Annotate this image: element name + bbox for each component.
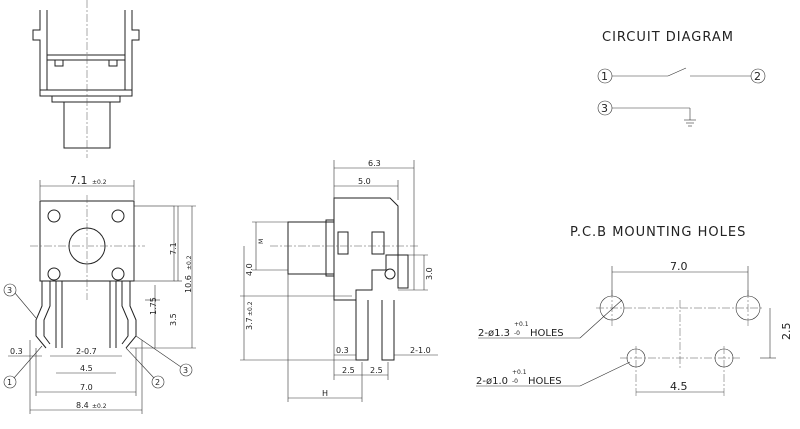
- side-0-3-dim: 0.3: [336, 346, 349, 355]
- pcb-holes-large-tol-plus: +0.1: [514, 321, 529, 328]
- pcb-holes-small-tol-plus: +0.1: [512, 369, 527, 376]
- front-view: 7.1 ±0.2 7.1 10.6 ±0.2 1.75 3.5 0.3 2-0.…: [3, 174, 196, 414]
- circuit-pin1: 1: [601, 70, 608, 83]
- side-5-0-dim: 5.0: [358, 177, 371, 186]
- side-view: 6.3 5.0 M 4.0 3.7 ±0.2 3.0 0.3 2-1.0 2.5…: [240, 159, 438, 402]
- pcb-holes-small-label: 2-ø1.0: [476, 376, 508, 387]
- side-2-1-0-dim: 2-1.0: [410, 346, 431, 355]
- side-2-5a-dim: 2.5: [342, 366, 355, 375]
- pcb-vertical-dim: 2.5: [780, 323, 793, 341]
- front-7-0-dim: 7.0: [80, 383, 93, 392]
- front-3-5-dim: 3.5: [169, 313, 178, 326]
- front-pin1-callout: 1: [7, 378, 12, 387]
- front-body-height-dim: 7.1: [169, 242, 178, 255]
- side-h-dim: H: [322, 389, 328, 398]
- front-width-dim: 7.1: [70, 174, 88, 187]
- front-8-4-tol: ±0.2: [92, 403, 107, 410]
- pcb-holes-large-suffix: HOLES: [530, 328, 564, 339]
- circuit-title: CIRCUIT DIAGRAM: [602, 30, 734, 45]
- front-2-0-7-dim: 2-0.7: [76, 347, 97, 356]
- side-4-0-dim: 4.0: [245, 263, 254, 276]
- pcb-spacing-bottom: 4.5: [670, 380, 688, 393]
- front-0-3-dim: 0.3: [10, 347, 23, 356]
- front-total-height-tol: ±0.2: [186, 255, 193, 270]
- side-6-3-dim: 6.3: [368, 159, 381, 168]
- front-width-tol: ±0.2: [92, 179, 107, 186]
- pcb-mounting-holes: P.C.B MOUNTING HOLES 7.0 4.5 2.5 2-ø1.3 …: [476, 225, 793, 396]
- pcb-holes-small-tol-minus: -0: [512, 378, 518, 385]
- front-4-5-dim: 4.5: [80, 364, 93, 373]
- pcb-holes-large-tol-minus: -0: [514, 330, 520, 337]
- side-3-7-dim: 3.7: [245, 317, 254, 330]
- pcb-holes-small-suffix: HOLES: [528, 376, 562, 387]
- side-3-0-dim: 3.0: [425, 267, 434, 280]
- side-m-dim: M: [258, 239, 265, 244]
- front-total-height-dim: 10.6: [184, 275, 193, 293]
- circuit-diagram: CIRCUIT DIAGRAM 1 2 3: [597, 30, 766, 127]
- front-1-75-dim: 1.75: [149, 297, 158, 315]
- side-2-5b-dim: 2.5: [370, 366, 383, 375]
- front-pin3b-callout: 3: [183, 366, 188, 375]
- circuit-pin2: 2: [754, 70, 761, 83]
- pcb-spacing-top: 7.0: [670, 260, 688, 273]
- side-3-7-tol: ±0.2: [247, 301, 254, 316]
- pcb-title: P.C.B MOUNTING HOLES: [570, 225, 746, 240]
- circuit-pin3: 3: [601, 102, 608, 115]
- top-view: [32, 0, 140, 158]
- front-pin2-callout: 2: [155, 378, 160, 387]
- front-8-4-dim: 8.4: [76, 401, 89, 410]
- pcb-holes-large-label: 2-ø1.3: [478, 328, 510, 339]
- front-pin3-callout: 3: [7, 286, 12, 295]
